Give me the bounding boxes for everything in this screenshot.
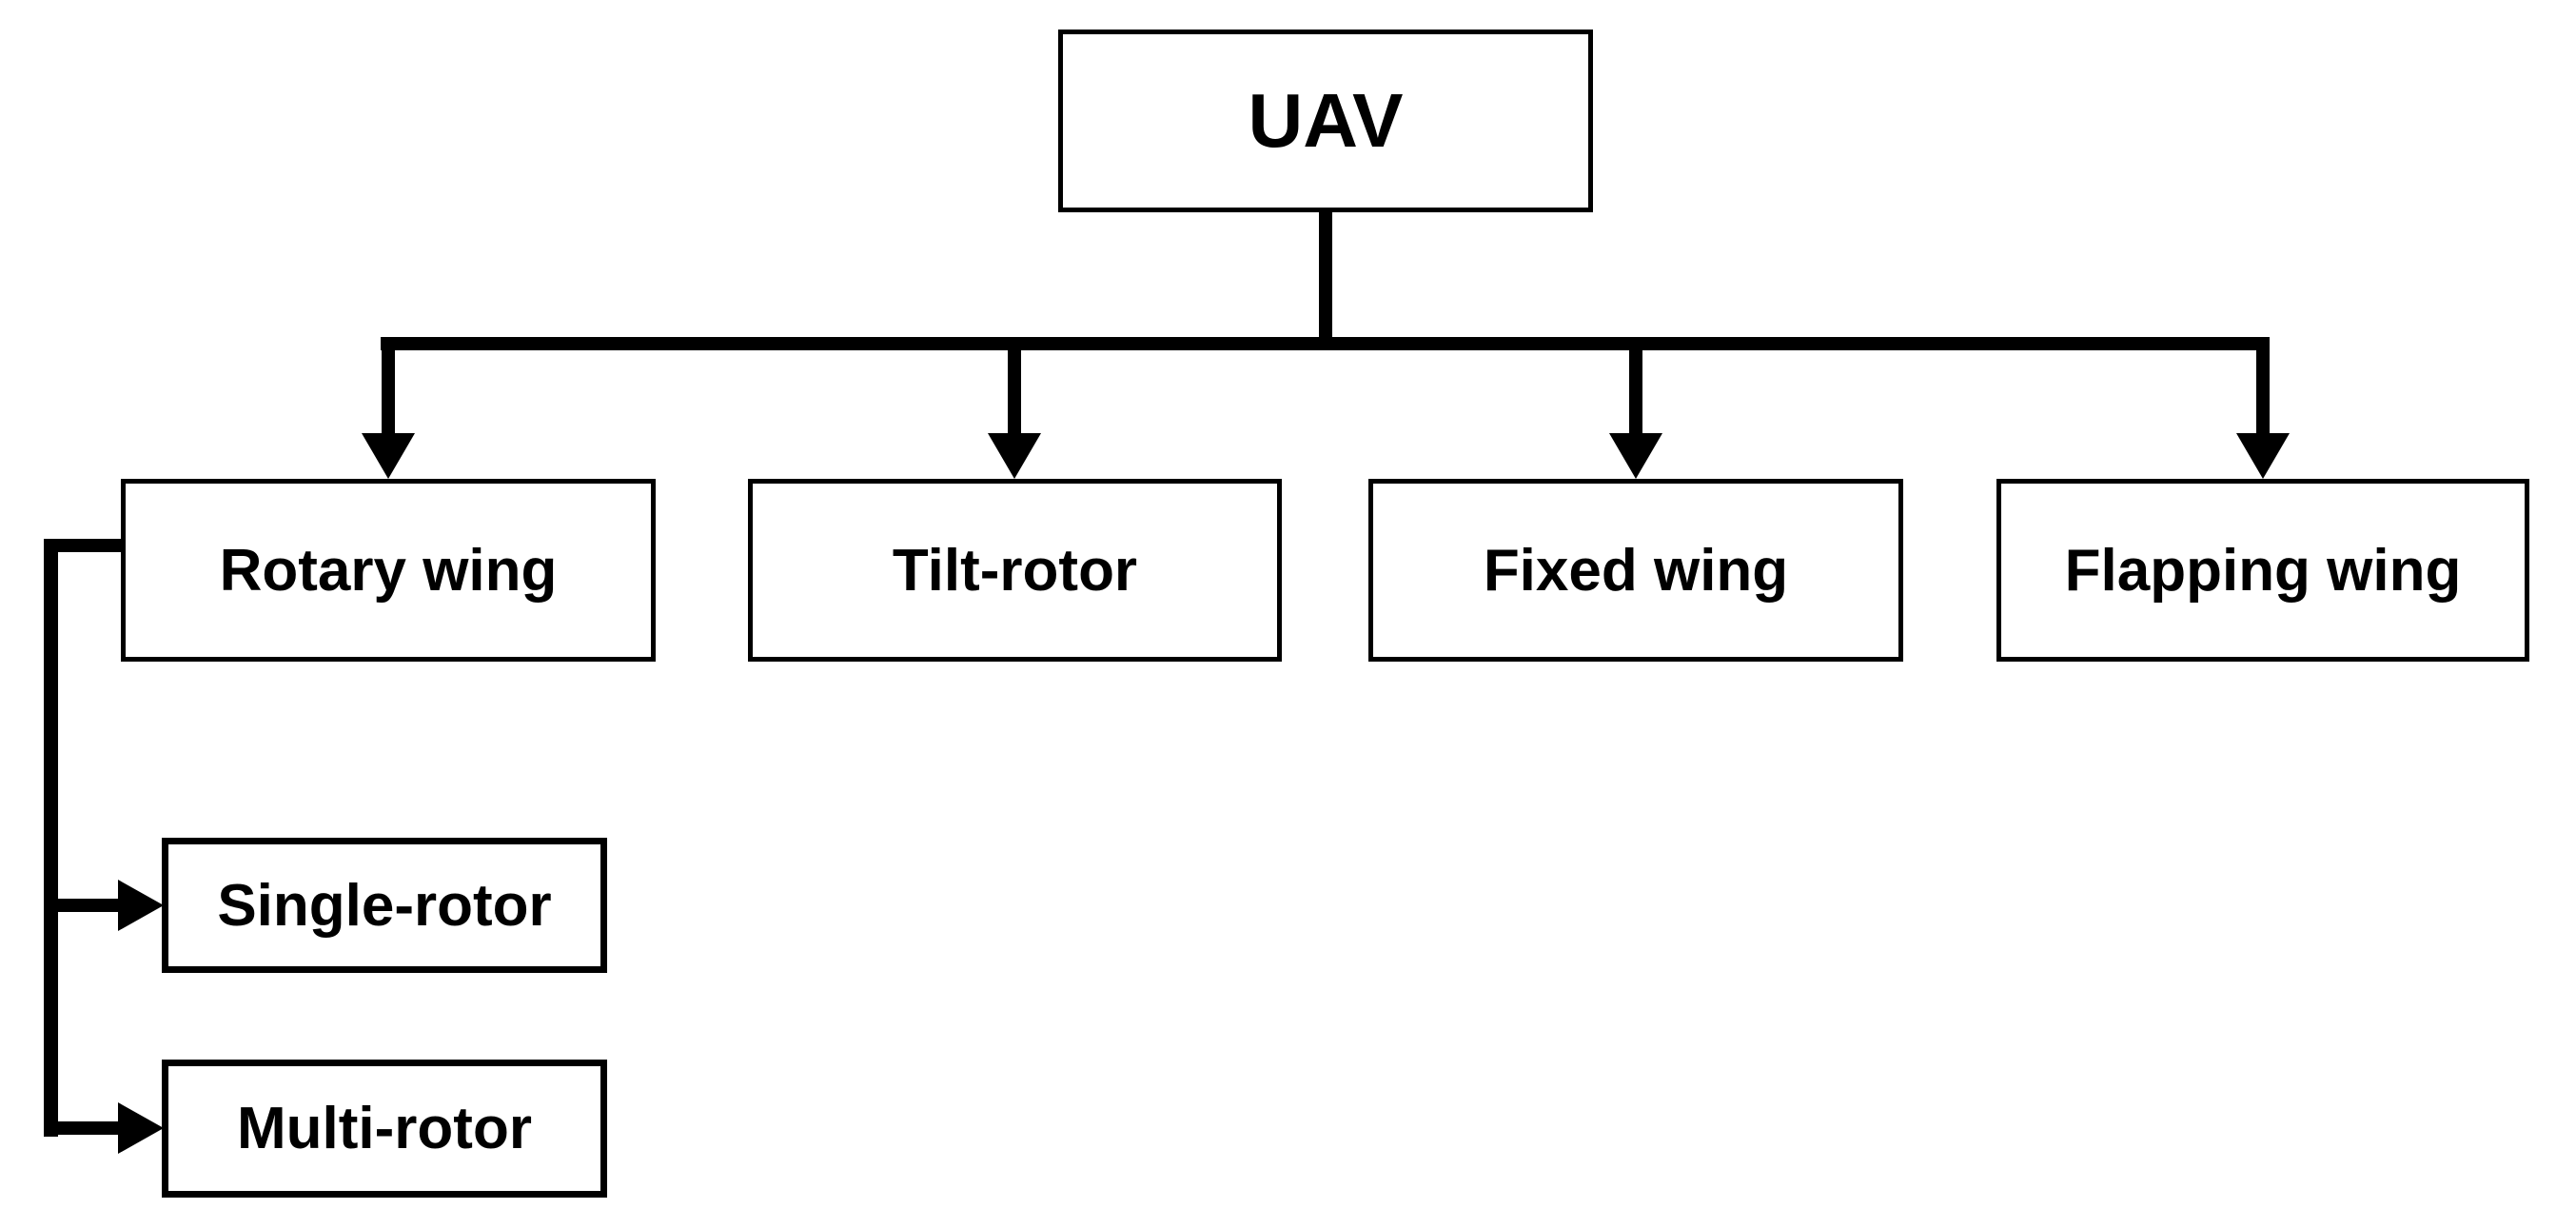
connector-rotary-stub bbox=[44, 539, 125, 552]
node-multi-rotor-label: Multi-rotor bbox=[237, 1096, 532, 1161]
connector-drop-flapping-wing bbox=[2256, 348, 2270, 436]
node-single-rotor: Single-rotor bbox=[162, 838, 607, 973]
connector-drop-tilt-rotor bbox=[1008, 348, 1021, 436]
arrow-right-icon bbox=[118, 1102, 164, 1154]
node-flapping-wing-label: Flapping wing bbox=[2064, 537, 2462, 604]
arrow-down-icon bbox=[362, 433, 415, 479]
node-single-rotor-label: Single-rotor bbox=[217, 872, 552, 939]
connector-drop-rotary-wing bbox=[382, 348, 395, 436]
node-tilt-rotor-label: Tilt-rotor bbox=[892, 537, 1138, 604]
arrow-down-icon bbox=[2236, 433, 2290, 479]
node-tilt-rotor: Tilt-rotor bbox=[748, 479, 1282, 662]
node-flapping-wing: Flapping wing bbox=[1996, 479, 2529, 662]
node-rotary-wing-label: Rotary wing bbox=[219, 537, 558, 604]
connector-branch-multi-rotor bbox=[44, 1121, 122, 1135]
connector-branch-bar bbox=[381, 337, 2270, 350]
node-multi-rotor: Multi-rotor bbox=[162, 1060, 607, 1198]
node-rotary-wing: Rotary wing bbox=[121, 479, 656, 662]
arrow-down-icon bbox=[1609, 433, 1662, 479]
arrow-down-icon bbox=[988, 433, 1041, 479]
connector-left-rail bbox=[44, 539, 58, 1137]
connector-uav-stem bbox=[1319, 209, 1332, 350]
connector-drop-fixed-wing bbox=[1629, 348, 1642, 436]
arrow-right-icon bbox=[118, 880, 164, 931]
node-uav-label: UAV bbox=[1248, 78, 1404, 163]
node-fixed-wing: Fixed wing bbox=[1368, 479, 1903, 662]
node-fixed-wing-label: Fixed wing bbox=[1483, 537, 1789, 604]
node-uav: UAV bbox=[1058, 30, 1593, 212]
connector-branch-single-rotor bbox=[44, 899, 122, 912]
